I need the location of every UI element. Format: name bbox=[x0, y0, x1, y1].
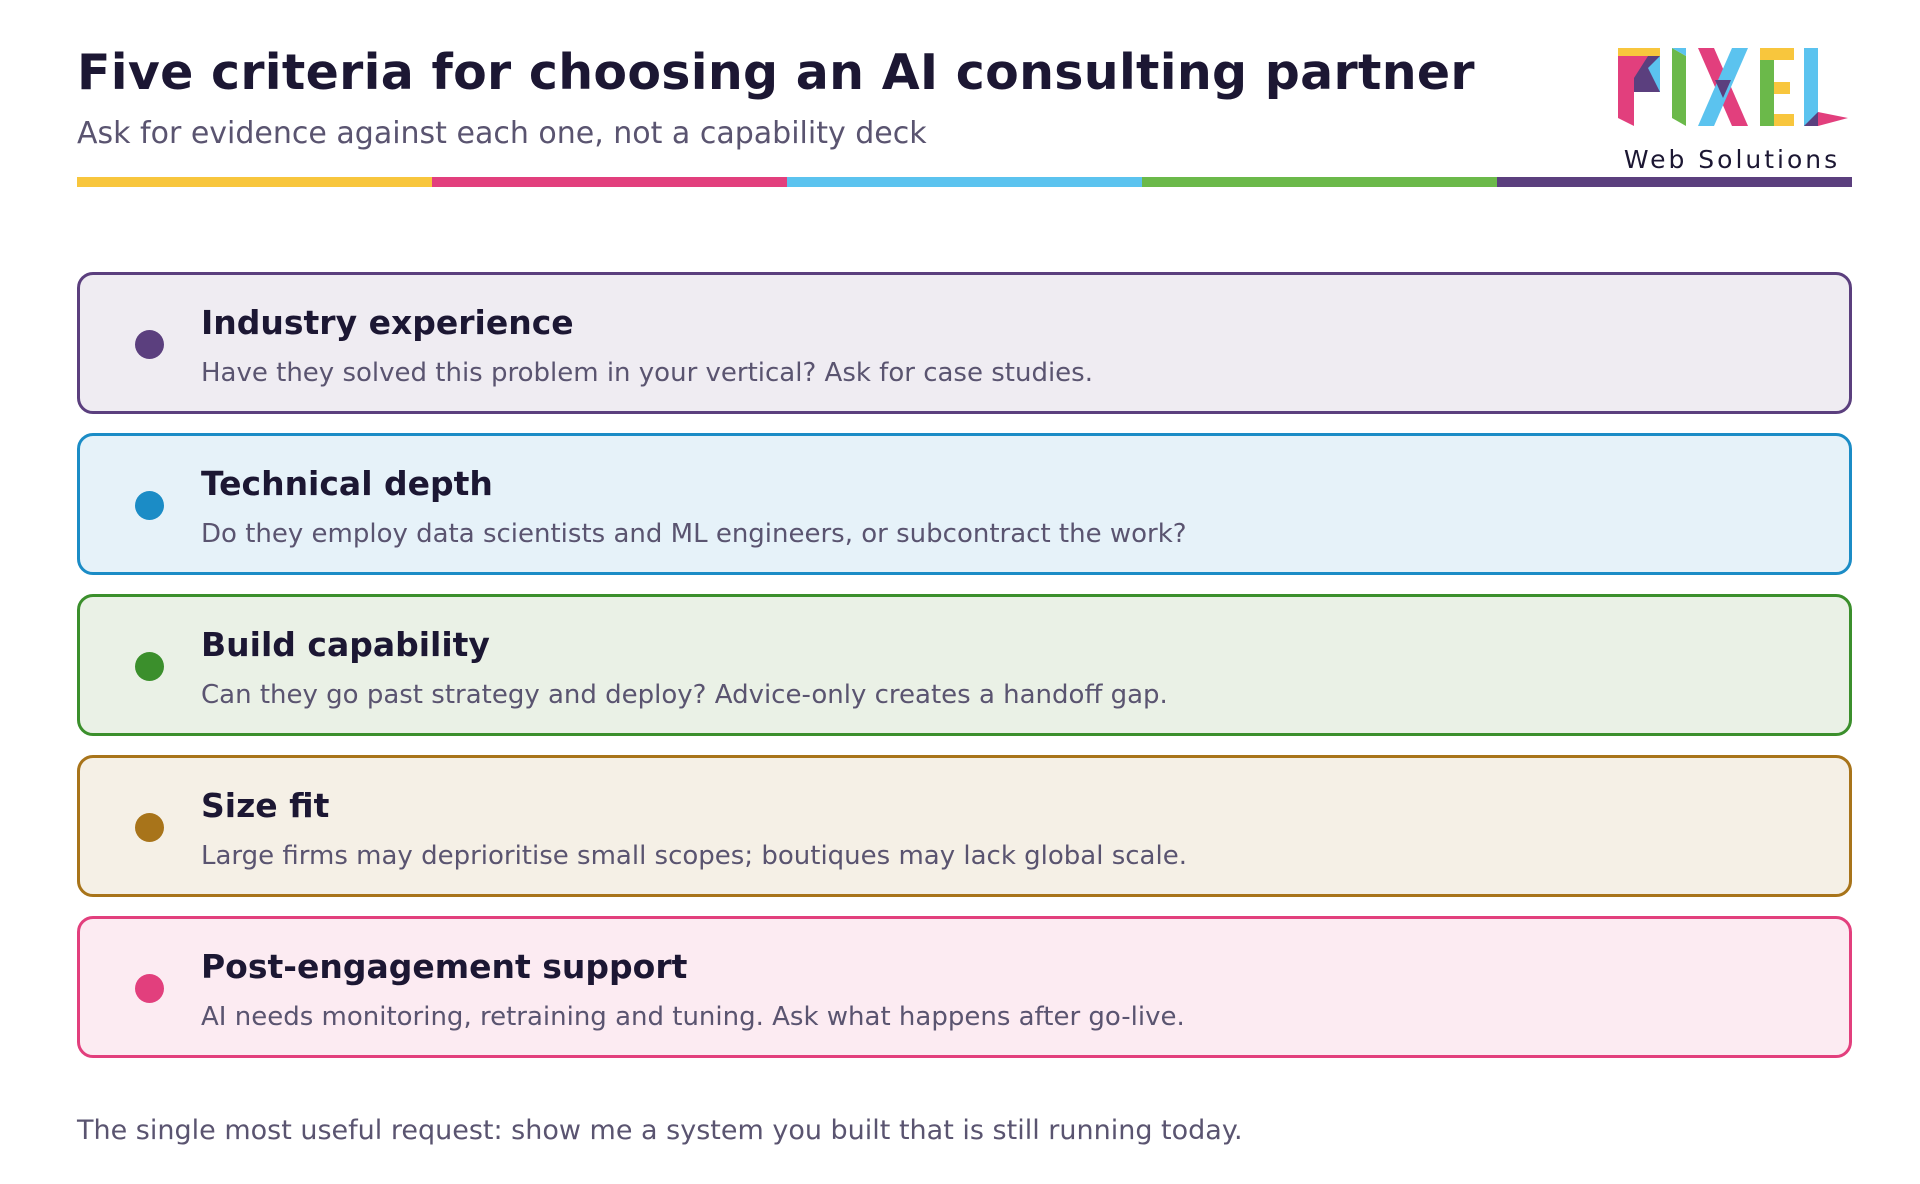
page-title: Five criteria for choosing an AI consult… bbox=[77, 44, 1475, 101]
bullet-dot-icon bbox=[135, 652, 164, 681]
criterion-title: Build capability bbox=[201, 625, 490, 664]
stripe-segment bbox=[1142, 177, 1497, 187]
criterion-description: Large firms may deprioritise small scope… bbox=[201, 841, 1187, 871]
pixel-wordmark-logo bbox=[1618, 48, 1848, 126]
pixel-logo: Web Solutions bbox=[1612, 48, 1852, 174]
criterion-title: Post-engagement support bbox=[201, 947, 688, 986]
stripe-segment bbox=[77, 177, 432, 187]
footer-note: The single most useful request: show me … bbox=[77, 1115, 1243, 1146]
stripe-segment bbox=[1497, 177, 1852, 187]
header: Five criteria for choosing an AI consult… bbox=[77, 40, 1852, 190]
criterion-description: AI needs monitoring, retraining and tuni… bbox=[201, 1002, 1185, 1032]
stripe-segment bbox=[787, 177, 1142, 187]
criterion-card: Technical depth Do they employ data scien… bbox=[77, 433, 1852, 575]
page-subtitle: Ask for evidence against each one, not a… bbox=[77, 116, 927, 151]
stripe-segment bbox=[432, 177, 787, 187]
criterion-title: Industry experience bbox=[201, 303, 574, 342]
criterion-description: Do they employ data scientists and ML en… bbox=[201, 519, 1187, 549]
criterion-description: Have they solved this problem in your ve… bbox=[201, 358, 1093, 388]
criterion-card: Post-engagement support AI needs monitori… bbox=[77, 916, 1852, 1058]
bullet-dot-icon bbox=[135, 813, 164, 842]
bullet-dot-icon bbox=[135, 491, 164, 520]
criterion-description: Can they go past strategy and deploy? Ad… bbox=[201, 680, 1168, 710]
criterion-title: Technical depth bbox=[201, 464, 493, 503]
criterion-title: Size fit bbox=[201, 786, 330, 825]
color-stripe bbox=[77, 177, 1852, 187]
bullet-dot-icon bbox=[135, 330, 164, 359]
logo-tagline: Web Solutions bbox=[1623, 145, 1841, 174]
bullet-dot-icon bbox=[135, 974, 164, 1003]
